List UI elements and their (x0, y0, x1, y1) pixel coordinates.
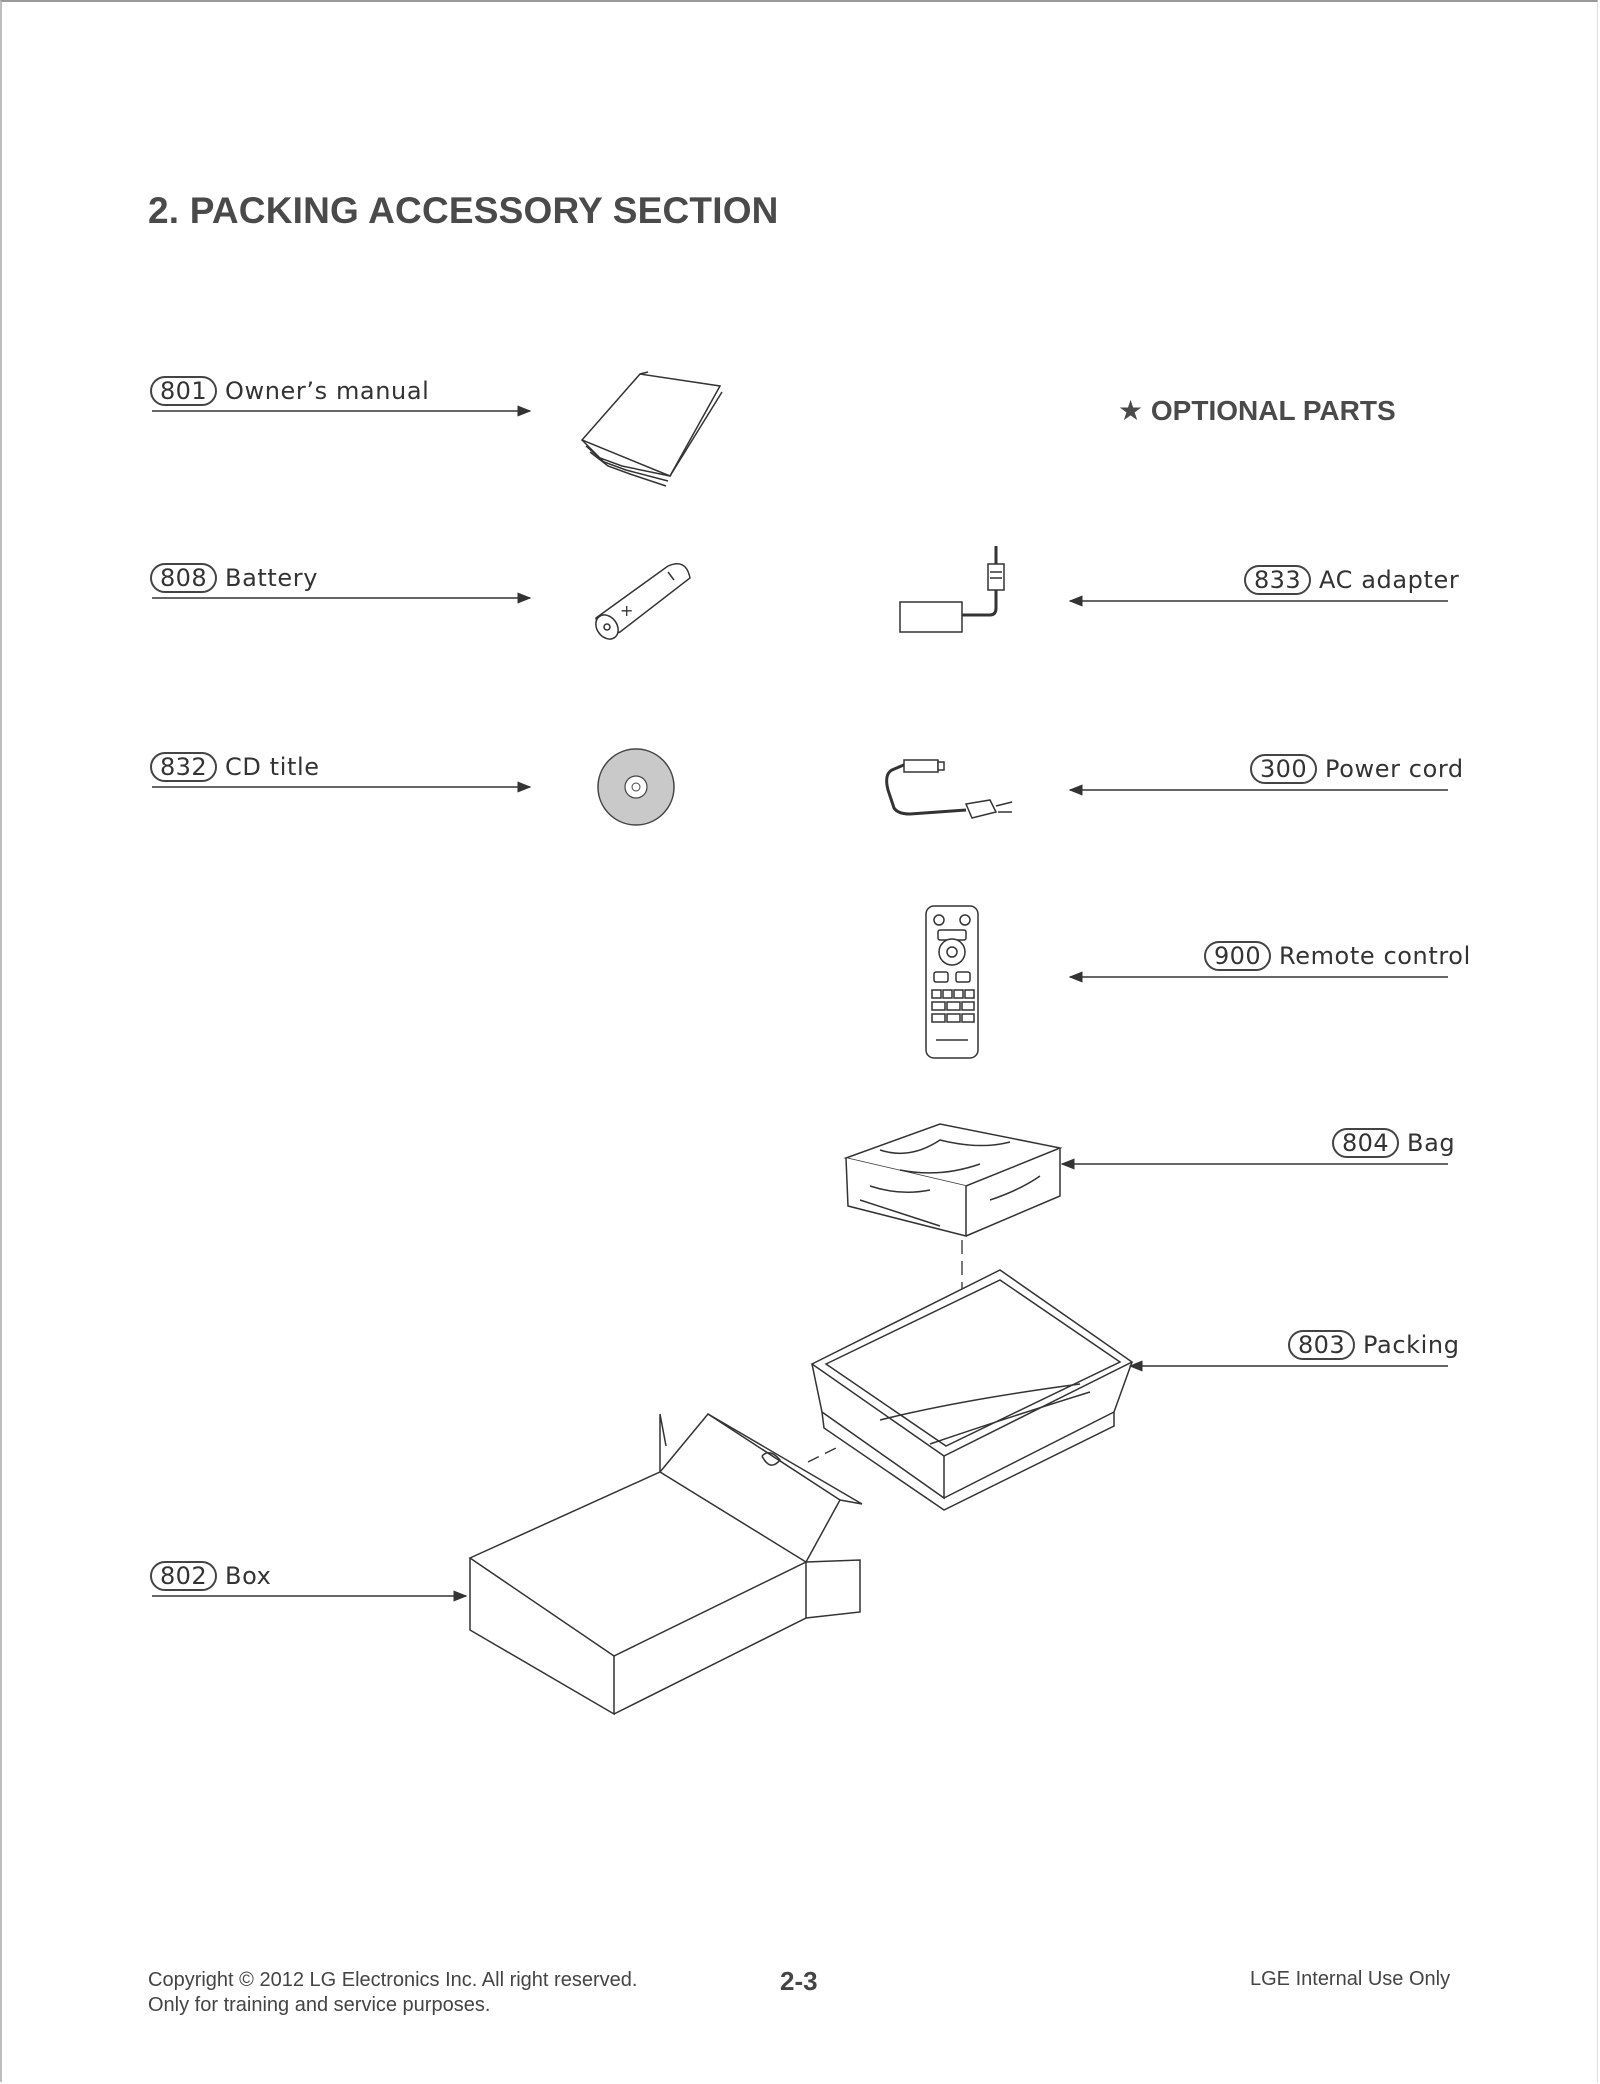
svg-text:+: + (620, 601, 633, 620)
section-title: 2. PACKING ACCESSORY SECTION (148, 190, 779, 231)
part-number-803: 803 (1288, 1330, 1356, 1360)
copyright-line-1: Copyright © 2012 LG Electronics Inc. All… (148, 1969, 638, 1991)
part-number-300: 300 (1250, 754, 1318, 784)
optional-parts-label: OPTIONAL PARTS (1150, 395, 1396, 426)
part-number-802: 802 (150, 1561, 218, 1591)
part-name-power-cord: Power cord (1325, 755, 1464, 783)
part-number-900: 900 (1204, 941, 1272, 971)
part-name-ac-adapter: AC adapter (1319, 566, 1460, 594)
part-name-box: Box (225, 1562, 272, 1590)
part-label-box: 802 Box (150, 1561, 271, 1591)
part-name-owners-manual: Owner’s manual (225, 377, 430, 405)
box-drawing (468, 1413, 863, 1716)
power-cord-drawing (885, 759, 1013, 819)
part-number-801: 801 (150, 376, 218, 406)
leader-lines (152, 405, 1448, 1602)
battery-drawing: + (595, 563, 691, 640)
page-number: 2-3 (780, 1966, 818, 1996)
part-number-804: 804 (1332, 1128, 1400, 1158)
part-label-owners-manual: 801 Owner’s manual (150, 376, 429, 406)
owners-manual-drawing (580, 371, 723, 487)
star-icon: ★ (1118, 395, 1144, 426)
cd-disc-drawing (597, 748, 675, 826)
part-label-power-cord: 300 Power cord (1250, 754, 1464, 784)
box-dashed-line (807, 1445, 841, 1463)
part-label-bag: 804 Bag (1332, 1128, 1455, 1158)
packing-tray-drawing (810, 1269, 1134, 1511)
part-label-ac-adapter: 833 AC adapter (1244, 565, 1459, 595)
part-name-battery: Battery (225, 564, 319, 592)
part-label-remote-control: 900 Remote control (1204, 941, 1471, 971)
part-label-packing: 803 Packing (1288, 1330, 1460, 1360)
internal-use-notice: LGE Internal Use Only (1250, 1968, 1451, 1990)
part-name-remote-control: Remote control (1279, 942, 1471, 970)
part-name-packing: Packing (1363, 1331, 1460, 1359)
part-name-bag: Bag (1407, 1129, 1456, 1157)
part-number-833: 833 (1244, 565, 1312, 595)
footer-copyright: Copyright © 2012 LG Electronics Inc. All… (148, 1968, 637, 2018)
ac-adapter-drawing (899, 546, 1005, 633)
part-name-cd-title: CD title (225, 753, 320, 781)
part-number-832: 832 (150, 752, 218, 782)
part-number-808: 808 (150, 563, 218, 593)
bag-drawing (843, 1123, 1063, 1237)
copyright-line-2: Only for training and service purposes. (148, 1994, 491, 2016)
optional-parts-heading: ★ OPTIONAL PARTS (1118, 394, 1396, 427)
part-label-cd-title: 832 CD title (150, 752, 320, 782)
part-label-battery: 808 Battery (150, 563, 318, 593)
remote-control-drawing (925, 905, 979, 1059)
